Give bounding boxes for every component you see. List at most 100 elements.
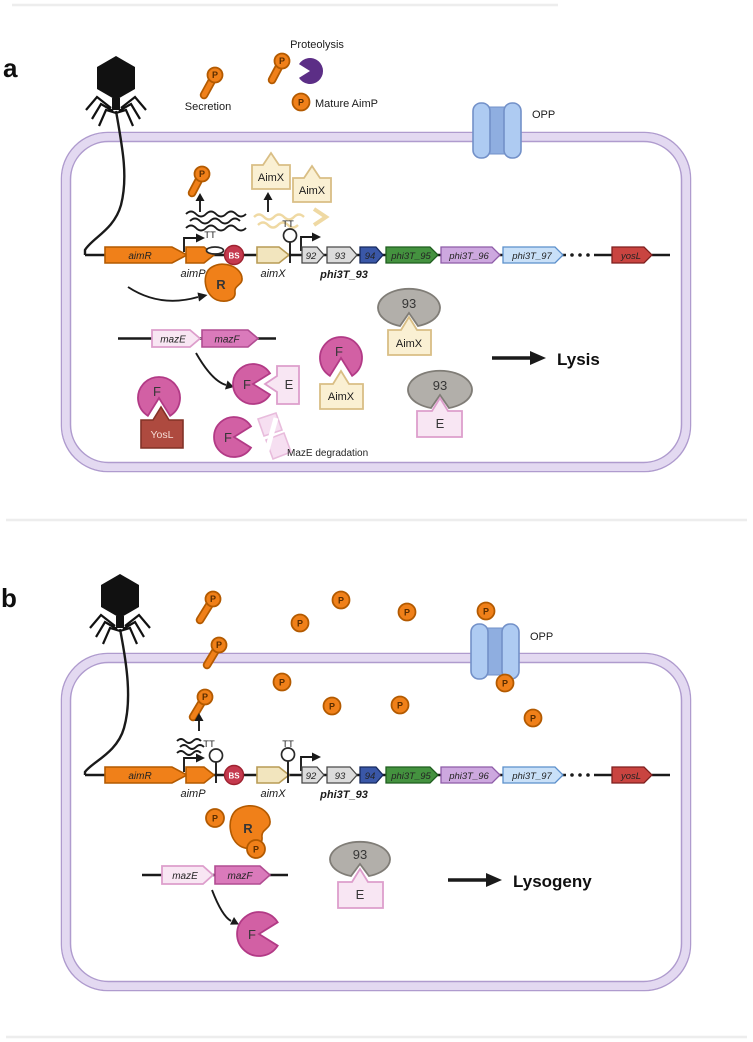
svg-text:P: P: [297, 618, 303, 628]
aimx-gene-label-a: aimX: [260, 268, 286, 280]
svg-text:94: 94: [365, 251, 376, 262]
promoter-arrow-a1: [183, 233, 205, 252]
gene-94-a: 94: [359, 246, 384, 264]
svg-text:P: P: [530, 713, 536, 723]
svg-text:P: P: [483, 606, 489, 616]
svg-text:P: P: [202, 692, 208, 702]
svg-text:F: F: [243, 377, 251, 392]
arrow-up-to-aimx-a: [263, 192, 273, 212]
gene-phi3t97-a: phi3T_97: [502, 246, 564, 264]
svg-text:yosL: yosL: [620, 771, 641, 782]
promoter-arrow-b1: [183, 753, 205, 772]
lysis-label: Lysis: [557, 350, 600, 369]
phage-tail: [83, 628, 130, 775]
lysogeny-outcome: Lysogeny: [448, 872, 592, 891]
lysogeny-label: Lysogeny: [513, 872, 592, 891]
phage-icon-b: [83, 574, 151, 775]
mature-aimp-icon: P: [291, 92, 311, 112]
mature-aimp-circle: P: [397, 602, 417, 622]
mature-aimp-circle: P: [290, 613, 310, 633]
proteolysis-pin-icon: P: [267, 52, 291, 85]
phi3t93-aimx-complex: 93 AimX: [377, 287, 441, 356]
mature-aimp-label: Mature AimP: [315, 98, 378, 110]
aimp-pin-icon-b3: P: [188, 688, 214, 722]
svg-text:P: P: [210, 594, 216, 604]
mature-aimp-circle: P: [523, 708, 543, 728]
panel-b: b OPP: [1, 574, 692, 992]
svg-text:P: P: [253, 844, 259, 854]
aimp-gene-label-a: aimP: [180, 268, 206, 280]
opp-label-a: OPP: [532, 109, 555, 121]
svg-text:93: 93: [402, 296, 416, 311]
bs-binding-site-b: BS: [223, 764, 245, 786]
svg-text:phi3T_95: phi3T_95: [390, 771, 431, 782]
svg-text:93: 93: [335, 771, 346, 782]
svg-text:E: E: [436, 416, 445, 431]
svg-text:BS: BS: [228, 772, 240, 781]
gene-aimx-a: [256, 246, 291, 264]
svg-text:AimX: AimX: [258, 172, 285, 184]
lysis-outcome: Lysis: [492, 350, 600, 369]
gene-yosl-a: yosL: [611, 246, 653, 264]
mature-aimp-circle: P: [272, 672, 292, 692]
svg-text:AimX: AimX: [328, 391, 355, 403]
svg-text:mazE: mazE: [172, 871, 198, 882]
mature-aimp-circle: P: [322, 696, 342, 716]
gene-phi3t96-a: phi3T_96: [440, 246, 501, 264]
terminator-hairpin-a2: TT: [282, 219, 298, 263]
maze-degradation-label: MazE degradation: [287, 448, 368, 459]
aimp-pin-icon-a-inside: P: [187, 165, 211, 198]
svg-text:92: 92: [306, 251, 317, 262]
bs-binding-site-a: BS: [223, 244, 245, 266]
mrna-squiggles-cream-aimx: [253, 207, 330, 229]
svg-text:P: P: [338, 595, 344, 605]
mazf-yosl-complex-a: F YosL: [137, 376, 184, 449]
svg-text:TT: TT: [282, 739, 294, 750]
aimp-gene-label-b: aimP: [180, 788, 206, 800]
curved-arrow-mazef-to-f-b: [211, 889, 239, 925]
arrow-up-to-aimp-b: [194, 713, 204, 731]
curved-arrow-aimr-to-r: [127, 286, 208, 302]
svg-text:P: P: [212, 813, 218, 823]
svg-text:mazF: mazF: [228, 871, 254, 882]
svg-text:aimR: aimR: [128, 251, 151, 262]
terminator-tt-label-a1: TT: [204, 230, 216, 241]
cell-membrane-a: [60, 131, 692, 473]
arrow-up-to-aimp-a: [195, 193, 205, 212]
mature-aimp-circle: P: [390, 695, 410, 715]
aimp-pin-icon-b1: P: [195, 590, 222, 625]
mazf-maze-complex-a: F E: [232, 363, 300, 405]
svg-text:E: E: [356, 887, 365, 902]
svg-text:P: P: [216, 640, 222, 650]
opp-transporter-icon-b: [470, 623, 520, 680]
svg-text:AimX: AimX: [299, 185, 326, 197]
opp-label-b: OPP: [530, 631, 553, 643]
terminator-hairpin-b2: TT: [280, 739, 296, 783]
aimx-gene-label-b: aimX: [260, 788, 286, 800]
gene-93-a: 93: [326, 246, 358, 264]
svg-text:P: P: [502, 678, 508, 688]
secretion-aimp-pin-icon-a: P: [199, 66, 224, 100]
svg-text:aimR: aimR: [128, 771, 151, 782]
svg-text:phi3T_97: phi3T_97: [511, 771, 552, 782]
gene-phi3t97-b: phi3T_97: [502, 766, 564, 784]
panel-a: a OPP: [3, 39, 692, 473]
svg-text:phi3T_96: phi3T_96: [448, 771, 489, 782]
svg-text:R: R: [243, 821, 253, 836]
gene-aimp-b: [185, 766, 216, 784]
svg-text:P: P: [279, 677, 285, 687]
phage-neck: [112, 98, 120, 110]
aimr-protein-blob-a: R: [204, 263, 243, 302]
gene-phi3t95-b: phi3T_95: [385, 766, 439, 784]
maze-mazf-operon-a: mazE mazF: [118, 329, 276, 348]
svg-text:phi3T_96: phi3T_96: [448, 251, 489, 262]
svg-text:AimX: AimX: [396, 338, 423, 350]
svg-text:F: F: [335, 344, 343, 359]
panel-a-label: a: [3, 53, 18, 83]
protease-pacman-icon: [299, 58, 324, 85]
aimx-tag-icon-a2: AimX: [292, 164, 332, 203]
phi3t93-maze-complex-b: 93 E: [329, 840, 391, 909]
gene-94-b: 94: [359, 766, 384, 784]
mrna-squiggles-black-b: [176, 738, 205, 756]
